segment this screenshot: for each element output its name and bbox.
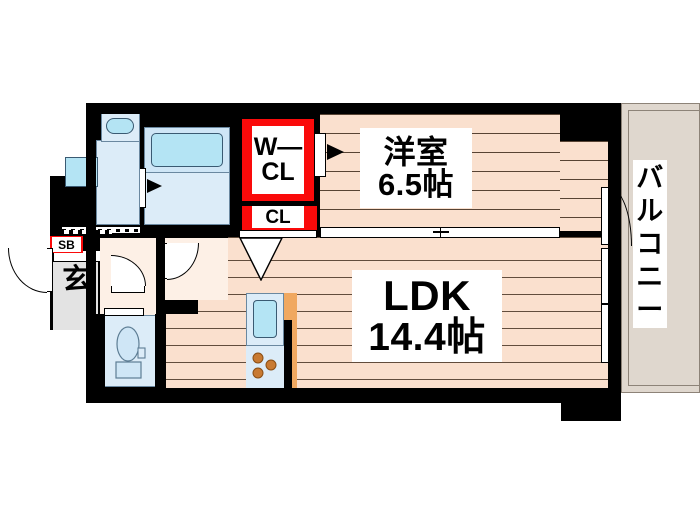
cutout-outside-bottomleft	[0, 330, 96, 525]
wall-toilet-left	[96, 314, 105, 388]
yoshitsu-notch	[560, 114, 600, 141]
wall-toilet-right	[155, 314, 166, 388]
balcony-char-1: バ	[636, 163, 664, 193]
wall-top-inner	[86, 103, 621, 114]
toilet-icon	[115, 326, 146, 379]
balcony-label: バ ル コ ニ ー	[633, 160, 667, 328]
closet-cl-label: CL	[252, 206, 304, 228]
yoshitsu-partition-handle-icon	[433, 231, 449, 233]
shoe-box-label: SB	[52, 237, 81, 252]
toilet-door	[104, 308, 144, 316]
wall-wcl-cl-gap	[239, 201, 317, 206]
gas-stove-icon	[252, 352, 277, 379]
wcl-door-arrow-icon	[327, 144, 344, 160]
closet-wcl-label: W— CL	[252, 126, 304, 194]
wcl-label-line1: W—	[253, 133, 303, 161]
label-ldk: LDK 14.4帖	[352, 270, 502, 362]
yoshitsu-floor-ext	[560, 141, 608, 231]
ldk-name: LDK	[383, 271, 471, 319]
ldk-floor-upper	[228, 237, 608, 247]
wcl-label-line2: CL	[261, 158, 295, 186]
stove-area	[246, 345, 284, 388]
wall-hall-toilet	[156, 300, 198, 314]
kitchen-sink	[253, 300, 277, 338]
wall-right-inner	[608, 103, 621, 393]
balcony-char-5: ー	[636, 294, 664, 325]
bathroom-door-arrow-icon	[147, 179, 162, 193]
wall-bottom-inner	[96, 388, 608, 403]
balcony-char-3: コ	[636, 228, 664, 259]
cl-label: CL	[265, 206, 291, 228]
wall-left-inner	[86, 103, 96, 403]
cl-door-fold-icon	[238, 237, 284, 281]
yoshitsu-size: 6.5帖	[377, 166, 455, 202]
bathtub	[151, 133, 223, 167]
wall-hall-vert	[156, 238, 165, 300]
wall-between-wcl-bath	[230, 114, 242, 231]
wall-bath-top	[144, 114, 230, 127]
ldk-size: 14.4帖	[368, 315, 486, 359]
washroom-area	[96, 140, 140, 225]
washing-machine-drum-icon	[106, 118, 134, 134]
kitchen-partition	[283, 320, 292, 388]
wcl-sliding-door	[314, 133, 326, 177]
label-yoshitsu: 洋室 6.5帖	[360, 128, 472, 208]
balcony-char-4: ニ	[636, 261, 664, 292]
balcony-char-2: ル	[636, 195, 664, 226]
yoshitsu-name: 洋室	[383, 133, 449, 170]
